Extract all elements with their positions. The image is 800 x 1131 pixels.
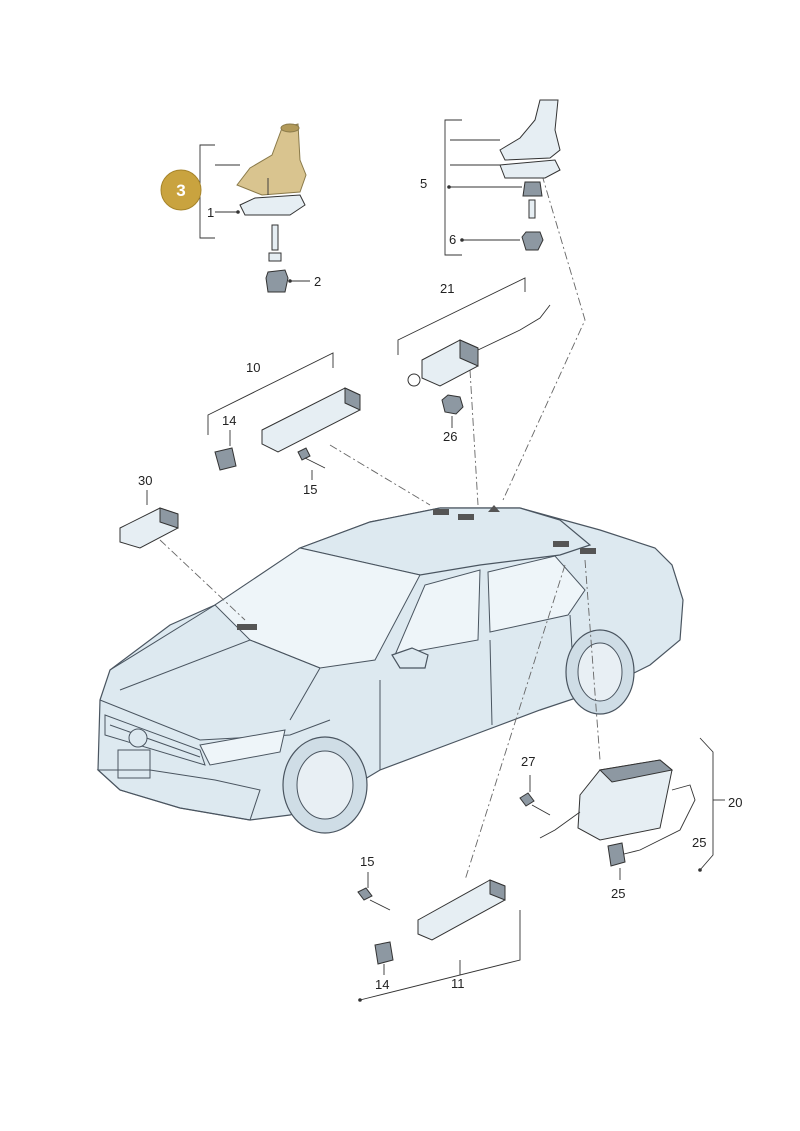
callout-3-badge[interactable] <box>160 169 202 211</box>
label-11: 11 <box>451 976 465 991</box>
callout-3-text: 3 <box>176 181 185 200</box>
label-15a: 15 <box>303 482 317 497</box>
bracket-5 <box>444 119 462 256</box>
label-14b: 14 <box>375 977 389 992</box>
label-26: 26 <box>443 429 457 444</box>
label-2: 2 <box>314 274 321 289</box>
bracket-20 <box>699 737 714 871</box>
antenna-module-part-10[interactable] <box>214 387 361 471</box>
bracket-11 <box>359 910 521 1001</box>
label-5: 5 <box>420 176 427 191</box>
label-25b: 25 <box>611 886 625 901</box>
control-unit-part-20[interactable] <box>519 759 696 867</box>
antenna-amplifier-part-21[interactable] <box>407 304 551 415</box>
bracket-21 <box>397 277 526 355</box>
bracket-3 <box>199 144 215 239</box>
label-21: 21 <box>440 281 454 296</box>
label-1: 1 <box>207 205 214 220</box>
label-10: 10 <box>246 360 260 375</box>
label-30: 30 <box>138 473 152 488</box>
label-15b: 15 <box>360 854 374 869</box>
vehicle-illustration <box>96 505 684 834</box>
roof-antenna-part-5[interactable] <box>499 99 561 251</box>
label-25a: 25 <box>692 835 706 850</box>
sensor-part-30[interactable] <box>119 507 179 549</box>
label-20: 20 <box>728 795 742 810</box>
connector-lines <box>159 174 601 881</box>
label-6: 6 <box>449 232 456 247</box>
bracket-10 <box>207 352 334 435</box>
label-27: 27 <box>521 754 535 769</box>
antenna-base-part-3[interactable] <box>236 123 307 293</box>
label-14a: 14 <box>222 413 236 428</box>
antenna-module-part-11[interactable] <box>357 879 506 965</box>
